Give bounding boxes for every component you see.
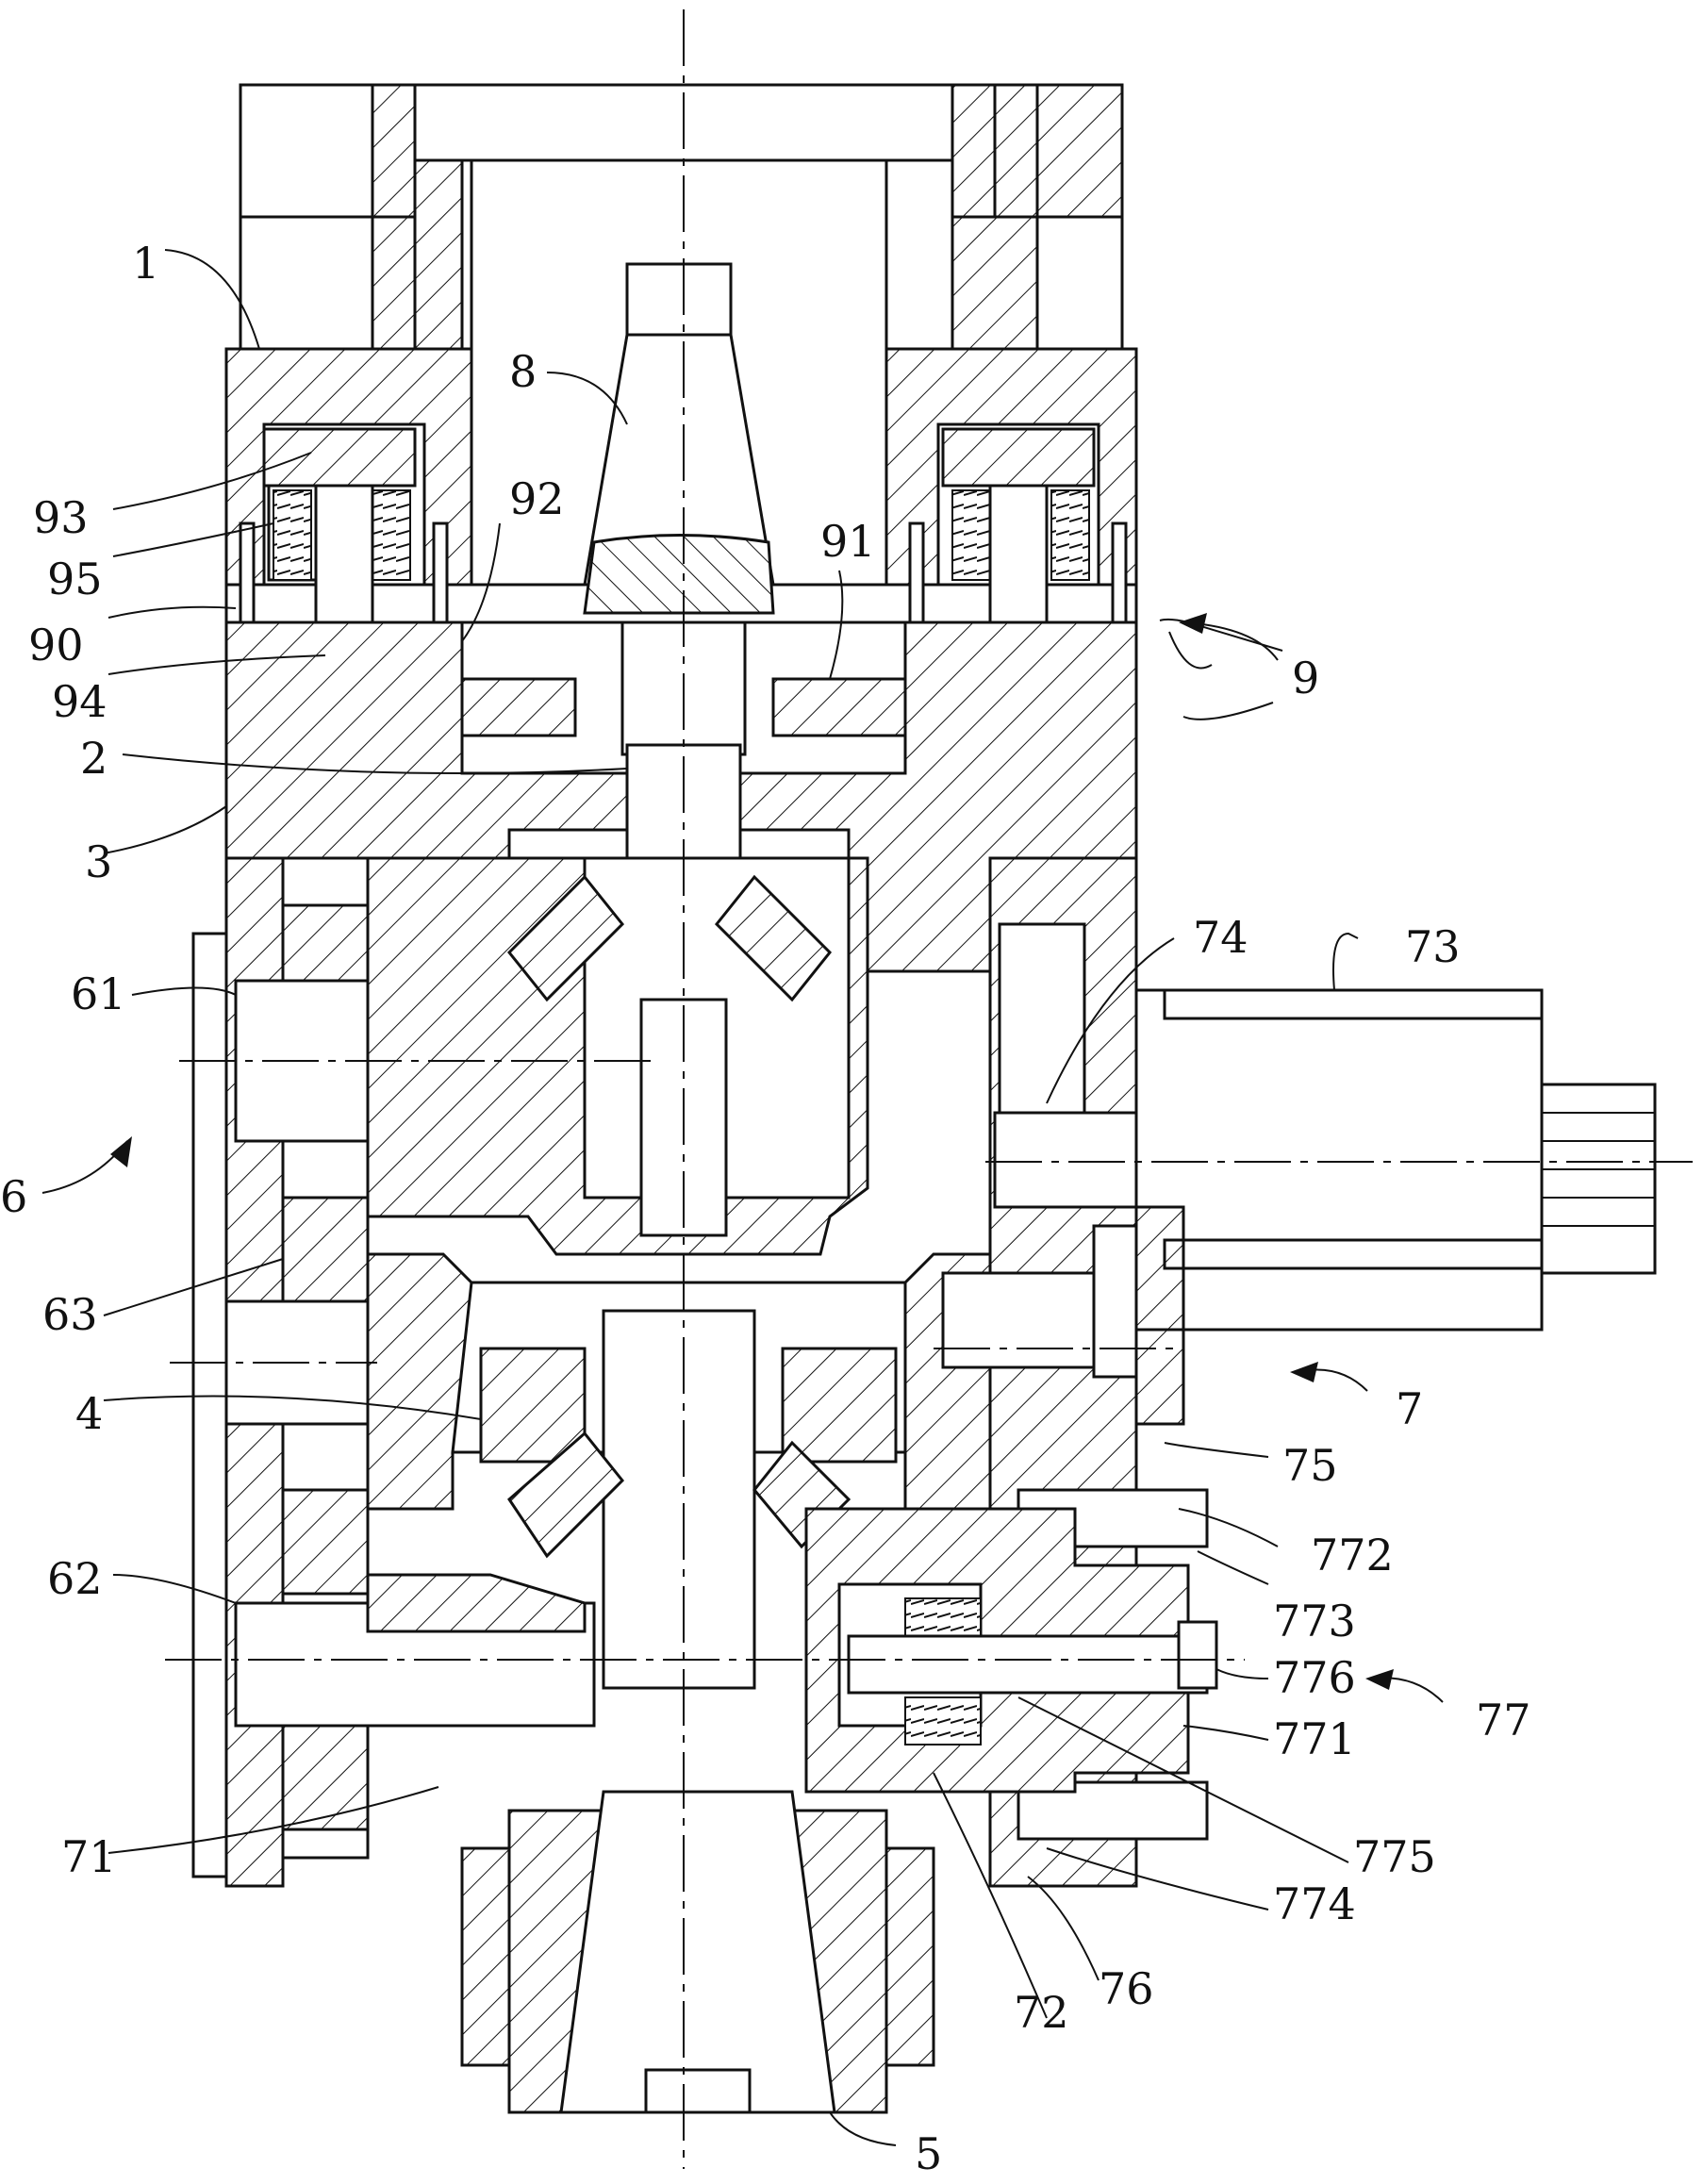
label-95: 95 xyxy=(47,554,103,604)
label-775: 775 xyxy=(1353,1831,1436,1882)
label-73: 73 xyxy=(1405,921,1461,972)
label-771: 771 xyxy=(1273,1713,1356,1764)
label-7: 7 xyxy=(1396,1383,1423,1434)
label-71: 71 xyxy=(61,1831,117,1882)
label-91: 91 xyxy=(820,516,876,567)
label-9: 9 xyxy=(1292,653,1319,703)
motor xyxy=(1136,990,1655,1330)
label-8: 8 xyxy=(509,346,537,397)
label-93: 93 xyxy=(33,492,89,543)
label-4: 4 xyxy=(75,1388,103,1439)
label-5: 5 xyxy=(915,2128,942,2179)
label-1: 1 xyxy=(132,238,159,289)
label-90: 90 xyxy=(28,620,84,670)
label-94: 94 xyxy=(52,676,107,727)
label-75: 75 xyxy=(1282,1440,1338,1491)
label-774: 774 xyxy=(1273,1878,1356,1929)
bottom-spindle xyxy=(462,1792,934,2112)
label-61: 61 xyxy=(71,968,126,1019)
label-63: 63 xyxy=(42,1289,98,1340)
label-773: 773 xyxy=(1273,1596,1356,1646)
label-2: 2 xyxy=(80,733,107,784)
label-6: 6 xyxy=(0,1171,27,1222)
label-76: 76 xyxy=(1099,1963,1154,2014)
label-3: 3 xyxy=(85,836,112,887)
label-62: 62 xyxy=(47,1553,103,1604)
label-776: 776 xyxy=(1273,1652,1356,1703)
label-92: 92 xyxy=(509,473,565,524)
label-772: 772 xyxy=(1311,1530,1394,1580)
label-74: 74 xyxy=(1193,912,1248,963)
label-72: 72 xyxy=(1014,1987,1069,2038)
label-77: 77 xyxy=(1476,1695,1531,1746)
